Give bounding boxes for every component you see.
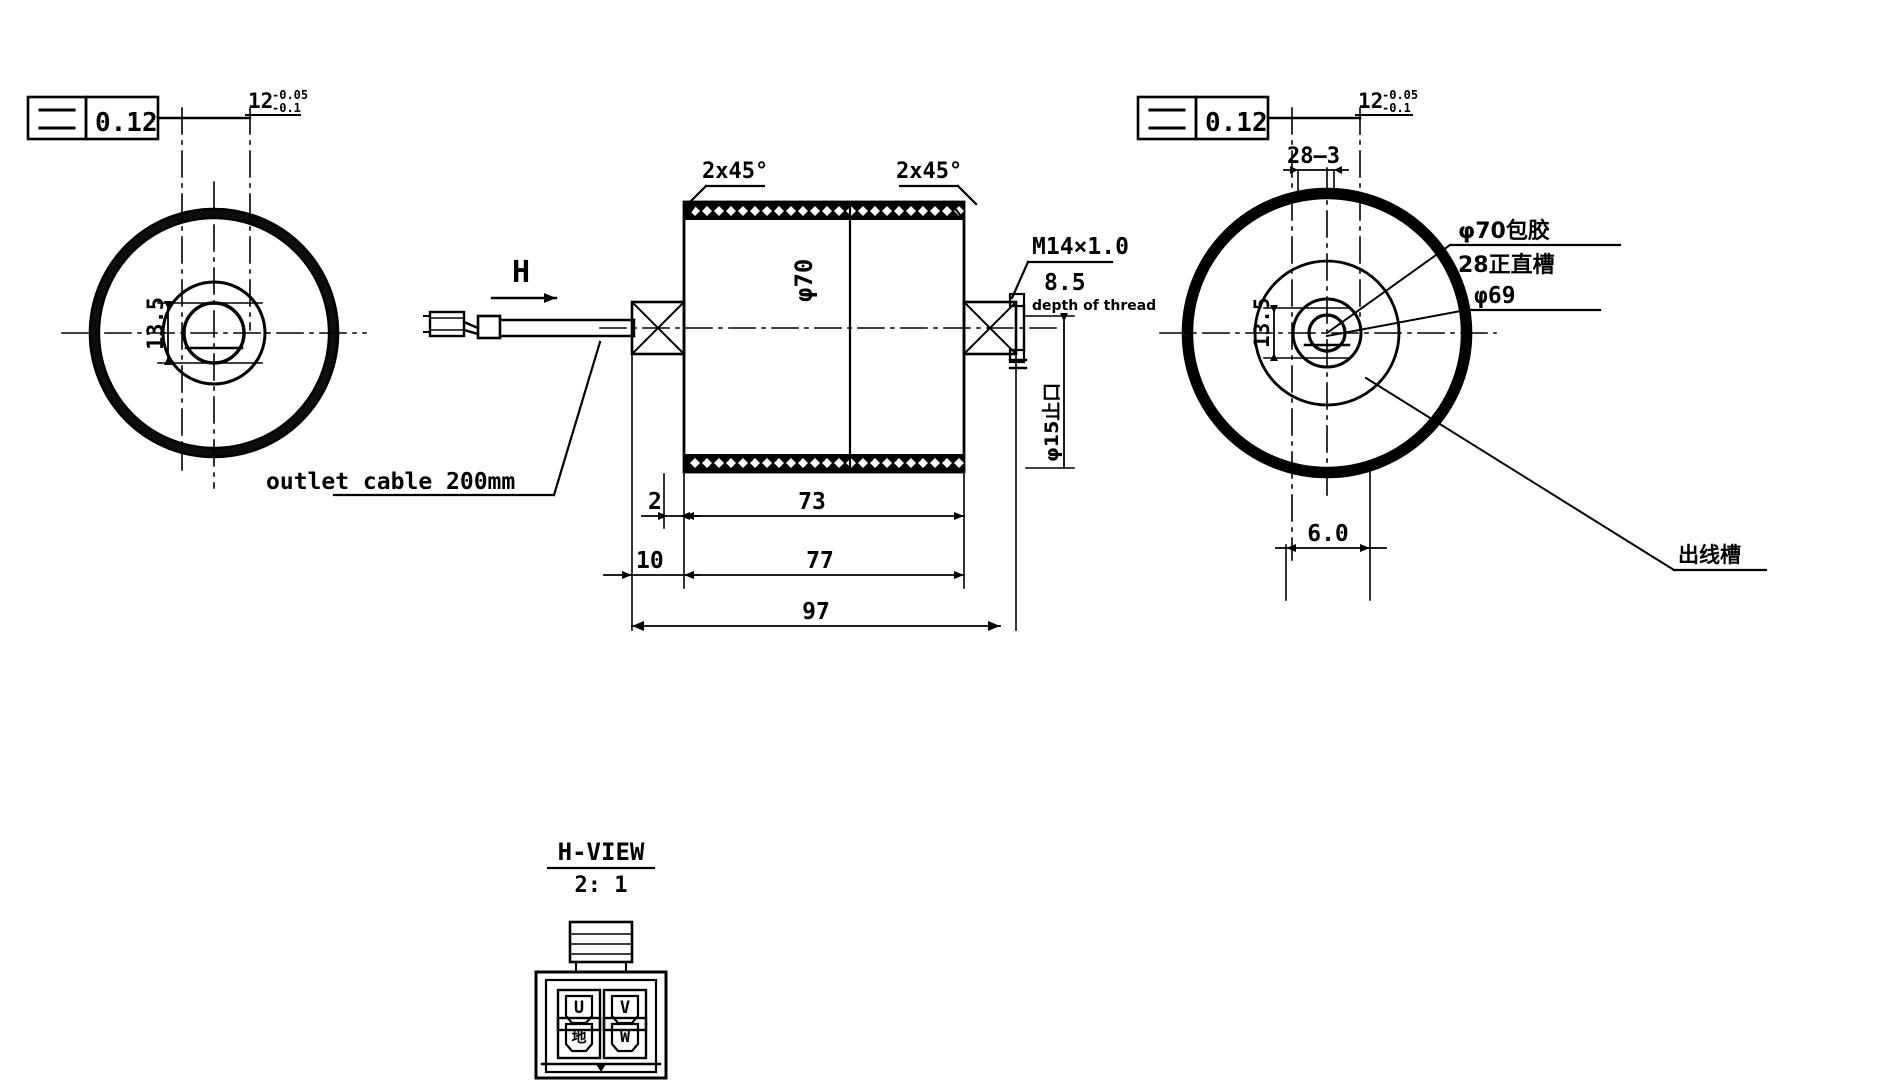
section-label-h: H bbox=[512, 255, 530, 290]
gdt-right-tolerance: 0.12 bbox=[1205, 108, 1268, 138]
h-view-title: H-VIEW bbox=[558, 838, 645, 866]
left-end-view bbox=[61, 181, 367, 489]
svg-text:13.5: 13.5 bbox=[1250, 297, 1274, 348]
gdt-left-tolerance: 0.12 bbox=[95, 108, 158, 138]
dimension-2: 2 bbox=[648, 489, 662, 515]
svg-text:2x45°: 2x45° bbox=[896, 159, 962, 184]
connector-housing bbox=[534, 970, 668, 1080]
note-teeth: 28正直槽 bbox=[1458, 252, 1555, 278]
svg-text:-0.05: -0.05 bbox=[272, 88, 308, 102]
pin-label-u: U bbox=[574, 998, 584, 1018]
outlet-cable-label: outlet cable 200mm bbox=[266, 469, 515, 495]
left-flat-dimension: 13.5 bbox=[144, 297, 263, 365]
pin-label-ground: 地 bbox=[571, 1028, 586, 1046]
dimension-73: 73 bbox=[798, 489, 826, 515]
svg-text:-0.1: -0.1 bbox=[1382, 101, 1411, 115]
dimension-chain: 2 73 10 77 97 bbox=[603, 355, 1017, 631]
cable-assembly bbox=[423, 310, 636, 340]
dimension-6-0: 6.0 bbox=[1307, 521, 1349, 547]
cavity-w bbox=[602, 1016, 648, 1060]
thread-depth-note: depth of thread bbox=[1032, 298, 1156, 314]
svg-text:-0.05: -0.05 bbox=[1382, 88, 1418, 102]
slot-depth-dimension: 6.0 bbox=[1275, 469, 1387, 601]
svg-text:12: 12 bbox=[1358, 89, 1383, 113]
chamfer-right-note: 2x45° bbox=[896, 159, 978, 206]
thread-depth-value: 8.5 bbox=[1044, 270, 1086, 296]
right-end-view bbox=[1159, 167, 1497, 501]
connector-tab bbox=[568, 920, 634, 964]
note-inner-dia: φ69 bbox=[1474, 283, 1516, 309]
svg-text:φ15止口: φ15止口 bbox=[1041, 383, 1063, 462]
h-view-scale: 2: 1 bbox=[575, 873, 628, 898]
dimension-77: 77 bbox=[806, 548, 834, 574]
svg-text:12: 12 bbox=[248, 89, 273, 113]
svg-text:13.5: 13.5 bbox=[144, 297, 169, 350]
note-rubber: φ70包胶 bbox=[1458, 218, 1550, 244]
right-shaft-dimension: 12 -0.05 -0.1 bbox=[1355, 88, 1418, 116]
cavity-ground bbox=[556, 1016, 602, 1060]
cavity-u bbox=[556, 988, 602, 1032]
knurl-pattern bbox=[690, 206, 964, 468]
thread-label: M14×1.0 bbox=[1032, 234, 1129, 260]
cavity-v bbox=[602, 988, 648, 1032]
svg-text:28–3: 28–3 bbox=[1287, 144, 1340, 169]
right-flat-dimension: 13.5 bbox=[1250, 297, 1351, 361]
h-view-detail: H-VIEW 2: 1 U V 地 W bbox=[534, 838, 668, 1080]
pin-cavities bbox=[556, 988, 648, 1060]
gdt-frame-left: 0.12 bbox=[26, 95, 160, 141]
thread-note: M14×1.0 8.5 depth of thread bbox=[1010, 234, 1156, 314]
note-wire-slot: 出线槽 bbox=[1678, 543, 1741, 567]
boss-diameter-dimension: φ15止口 bbox=[1025, 313, 1075, 469]
right-notes: φ70包胶 28正直槽 φ69 出线槽 bbox=[1325, 218, 1768, 572]
dimension-10: 10 bbox=[636, 548, 664, 574]
svg-text:2x45°: 2x45° bbox=[702, 159, 768, 184]
pin-label-v: V bbox=[620, 998, 630, 1018]
dimension-97: 97 bbox=[802, 599, 830, 625]
body-diameter-label: φ70 bbox=[790, 259, 818, 302]
pin-label-w: W bbox=[620, 1027, 631, 1047]
section-arrow-h: H bbox=[490, 255, 558, 303]
outlet-cable-note: outlet cable 200mm bbox=[266, 340, 602, 497]
svg-text:-0.1: -0.1 bbox=[272, 101, 301, 115]
left-shaft-dimension: 12 -0.05 -0.1 bbox=[245, 88, 308, 116]
connector-plug bbox=[423, 310, 480, 338]
